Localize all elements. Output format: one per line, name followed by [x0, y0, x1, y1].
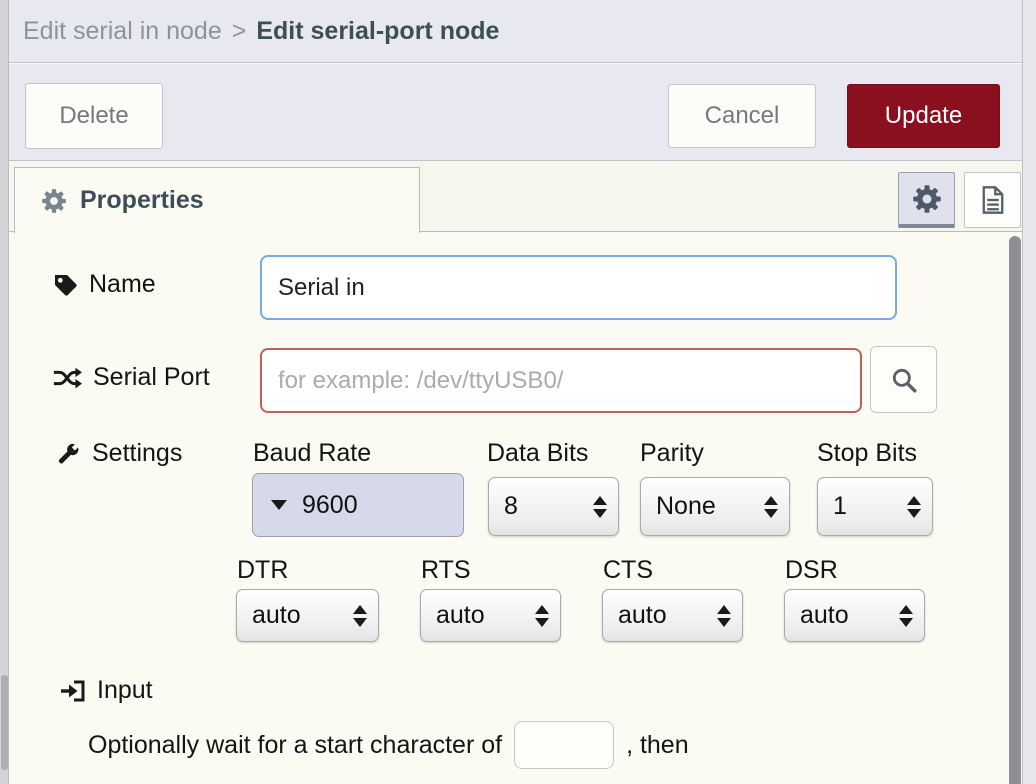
parity-select[interactable]: None [640, 477, 790, 536]
stop-bits-value: 1 [833, 492, 847, 520]
cog-icon [912, 184, 942, 214]
up-down-arrows-icon [907, 495, 921, 518]
baud-rate-label: Baud Rate [253, 439, 372, 467]
left-scrollbar-thumb[interactable] [1, 675, 8, 770]
update-button[interactable]: Update [847, 84, 1000, 148]
settings-label: Settings [92, 439, 183, 467]
rts-label: RTS [421, 556, 471, 584]
cancel-button[interactable]: Cancel [668, 84, 816, 148]
baud-rate-value: 9600 [302, 490, 358, 519]
file-text-icon [980, 185, 1006, 215]
dtr-select[interactable]: auto [236, 589, 379, 642]
dtr-value: auto [252, 601, 301, 629]
up-down-arrows-icon [764, 495, 778, 518]
dialog-header: Edit serial in node > Edit serial-port n… [9, 0, 1036, 63]
stop-bits-select[interactable]: 1 [817, 477, 933, 536]
parity-label: Parity [640, 439, 704, 467]
dsr-value: auto [800, 601, 849, 629]
input-section-label: Input [97, 676, 153, 704]
node-settings-button[interactable] [898, 172, 955, 228]
up-down-arrows-icon [899, 604, 913, 627]
delete-button[interactable]: Delete [25, 83, 163, 149]
input-section-label-row: Input [60, 676, 153, 705]
shuffle-icon [52, 365, 82, 391]
settings-label-row: Settings [55, 439, 182, 468]
tab-properties[interactable]: Properties [14, 167, 420, 233]
name-label: Name [89, 270, 156, 298]
name-input[interactable] [260, 255, 897, 320]
dsr-select[interactable]: auto [784, 589, 925, 642]
up-down-arrows-icon [535, 604, 549, 627]
tab-strip: Properties [9, 161, 1036, 233]
rts-value: auto [436, 601, 485, 629]
tag-icon [52, 272, 78, 298]
name-label-row: Name [52, 270, 156, 299]
tab-properties-label: Properties [80, 186, 204, 214]
dtr-label: DTR [237, 556, 289, 584]
cts-label: CTS [603, 556, 653, 584]
start-character-row: Optionally wait for a start character of… [88, 720, 689, 770]
node-description-button[interactable] [964, 172, 1021, 228]
serial-port-search-button[interactable] [870, 346, 937, 413]
wrench-icon [55, 441, 81, 467]
serial-port-label-row: Serial Port [52, 363, 210, 392]
start-character-text-before: Optionally wait for a start character of [88, 730, 503, 759]
data-bits-select[interactable]: 8 [488, 477, 619, 536]
cts-select[interactable]: auto [602, 589, 743, 642]
up-down-arrows-icon [593, 495, 607, 518]
stop-bits-label: Stop Bits [817, 439, 918, 467]
page-left-gutter [0, 0, 9, 784]
cts-value: auto [618, 601, 667, 629]
dsr-label: DSR [785, 556, 838, 584]
data-bits-label: Data Bits [487, 439, 589, 467]
up-down-arrows-icon [717, 604, 731, 627]
caret-down-icon [271, 500, 287, 510]
form-scrollbar-thumb[interactable] [1009, 236, 1021, 784]
breadcrumb-current: Edit serial-port node [256, 16, 500, 45]
serial-port-input[interactable] [260, 348, 862, 413]
start-character-input[interactable] [514, 721, 615, 769]
breadcrumb-parent[interactable]: Edit serial in node [23, 16, 222, 45]
baud-rate-dropdown[interactable]: 9600 [252, 473, 464, 537]
start-character-text-after: , then [626, 730, 689, 759]
up-down-arrows-icon [353, 604, 367, 627]
sign-in-icon [60, 679, 86, 703]
dialog-right-edge [1022, 0, 1036, 784]
dialog-button-bar: Delete Cancel Update [9, 64, 1036, 161]
breadcrumb-separator: > [231, 16, 247, 45]
magnifier-icon [890, 366, 918, 394]
cog-icon [41, 188, 67, 214]
serial-port-label: Serial Port [93, 363, 210, 391]
properties-form: Name Serial Port [9, 232, 1036, 784]
data-bits-value: 8 [504, 492, 518, 520]
parity-value: None [656, 492, 716, 520]
rts-select[interactable]: auto [420, 589, 561, 642]
